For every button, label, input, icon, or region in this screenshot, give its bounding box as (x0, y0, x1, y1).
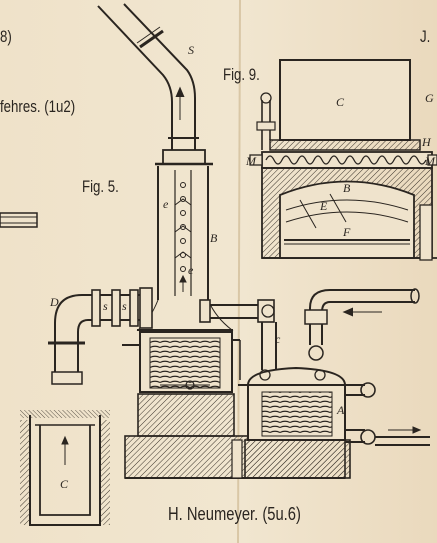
feed-pipe (304, 288, 420, 361)
illustrator-caption: H. Neumeyer. (5u.6) (168, 504, 301, 524)
heating-coil-M (249, 151, 437, 169)
label-G: G (425, 91, 434, 105)
boiler-still (122, 331, 241, 393)
header-line-left: fehres. (1u2) (0, 97, 76, 116)
label-e-lower: e (188, 263, 194, 277)
connecting-pipe (199, 299, 277, 370)
label-D: D (50, 295, 59, 309)
condenser-A (238, 366, 430, 479)
tank-C (256, 59, 421, 151)
pit-C (20, 410, 110, 526)
label-M-left: M (246, 154, 256, 168)
left-fragment-bar (0, 212, 38, 228)
header-corner-right: J. (420, 27, 431, 46)
side-pipe-D (48, 287, 153, 385)
label-C-tank: C (336, 95, 345, 109)
label-B-fig9: B (343, 181, 351, 195)
label-E: E (320, 199, 328, 213)
label-c-small: c (275, 332, 281, 346)
figure-5-title: Fig. 5. (82, 177, 119, 196)
figure-9-title: Fig. 9. (223, 65, 260, 84)
furnace-arch (261, 167, 437, 261)
label-A: A (337, 403, 345, 417)
label-H: H (422, 135, 431, 149)
header-corner-left: 8) (0, 27, 12, 46)
label-C-pit: C (60, 477, 69, 491)
label-e-upper: e (163, 197, 169, 211)
label-F: F (343, 225, 351, 239)
label-s-2: s (122, 299, 127, 313)
label-S: S (188, 43, 194, 57)
vapor-pipe-S (97, 3, 199, 150)
label-s-1: s (103, 299, 108, 313)
label-M-right: M (425, 154, 435, 168)
label-B: B (210, 231, 218, 245)
